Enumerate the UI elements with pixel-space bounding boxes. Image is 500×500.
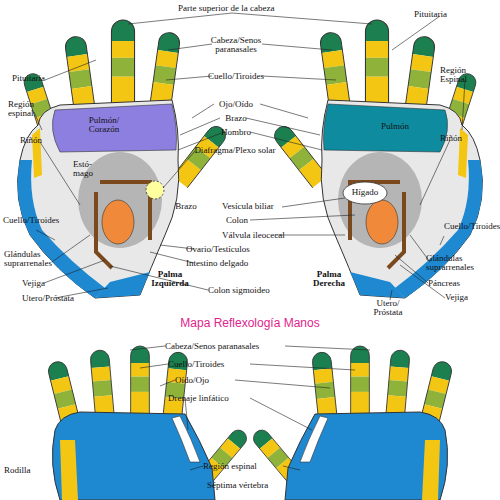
diagram-title: Mapa Reflexología Manos xyxy=(0,316,500,330)
zone-label: Cuello/Tiroides xyxy=(168,360,258,369)
leader-lines xyxy=(34,13,465,470)
zone-label: Cuello/Tiroides xyxy=(3,216,41,225)
zone-label: Pituitaria xyxy=(12,74,62,83)
zone-label: Colon xyxy=(226,216,266,225)
lung-zone xyxy=(324,104,448,152)
left-palm xyxy=(18,20,230,298)
zone-label: Vejiga xyxy=(445,293,485,302)
zone-label: Brazo xyxy=(205,114,267,123)
zone-label: Vesícula biliar xyxy=(222,202,302,211)
kidney-zone xyxy=(366,200,398,244)
zone-label: Hígado xyxy=(343,188,387,197)
zone-label: Drenaje linfático xyxy=(168,394,268,403)
zone-label: Parte superior de la cabeza xyxy=(178,4,298,13)
zone-label: Cabeza/Senos paranasales xyxy=(165,342,295,351)
zone-label: Utero/Próstata xyxy=(22,294,102,303)
zone-label: Válvula ileocecal xyxy=(222,231,302,240)
zone-label: Vejiga xyxy=(22,279,62,288)
zone-label: Región Espinal xyxy=(440,66,485,85)
zone-label: Brazo xyxy=(166,202,206,211)
zone-label: Cuello/Tiroides xyxy=(200,72,272,81)
zone-label: Región espinal xyxy=(8,100,48,119)
left-palm-shape xyxy=(18,20,230,298)
zone-label: Colon sigmoideo xyxy=(208,286,288,295)
zone-label: Región espinal xyxy=(203,462,293,471)
zone-label: Oído/Ojo xyxy=(175,376,245,385)
zone-label: Páncreas xyxy=(428,279,478,288)
zone-label: Pulmón/ Corazón xyxy=(78,116,130,135)
solar-plexus-zone xyxy=(146,181,164,199)
right-back-hand xyxy=(250,346,453,500)
zone-label: Palma Izquierda xyxy=(146,270,194,289)
left-back-hand xyxy=(46,346,249,500)
zone-label: Pulmón xyxy=(370,122,420,131)
zone-label: Pituitaria xyxy=(414,10,474,19)
zone-label: Riñón xyxy=(440,134,480,143)
zone-label: Intestino delgado xyxy=(186,259,266,268)
zone-label: Hombro xyxy=(205,128,267,137)
zone-label: Estó- mago xyxy=(73,160,101,179)
zone-label: Ojo/Oído xyxy=(205,100,267,109)
liver-zone xyxy=(343,182,387,204)
zone-label: Palma Derecha xyxy=(305,270,353,289)
zone-label: Ovario/Testículos xyxy=(186,245,266,254)
zone-label: Glándulas suprarrenales xyxy=(426,254,488,273)
colon-zone xyxy=(96,182,150,268)
zone-label: Séptima vértebra xyxy=(207,481,307,490)
zone-label: Cabeza/Senos paranasales xyxy=(205,36,267,55)
zone-label: Cuello/Tiroides xyxy=(444,222,486,231)
zone-label: Glándulas suprarrenales xyxy=(4,250,64,269)
zone-label: Rodilla xyxy=(4,466,44,475)
lung-heart-zone xyxy=(52,104,176,152)
zone-label: Diafragma/Plexo solar xyxy=(180,146,290,155)
zone-label: Riñón xyxy=(20,136,60,145)
kidney-zone xyxy=(102,200,134,244)
zone-label: Utero/ Próstata xyxy=(368,299,408,318)
